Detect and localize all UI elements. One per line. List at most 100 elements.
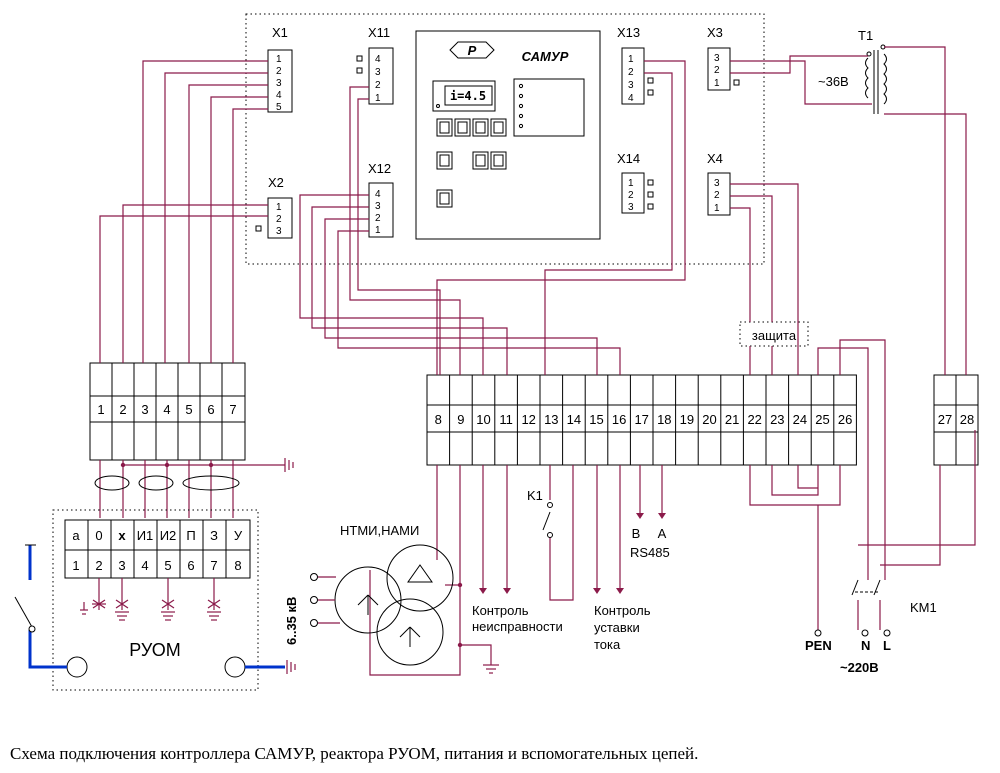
terminal-17: 17 (634, 412, 648, 427)
terminal-8: 8 (435, 412, 442, 427)
svg-text:8: 8 (234, 558, 241, 573)
terminal-19: 19 (680, 412, 694, 427)
connector-x2: 1 2 3 (255, 197, 293, 239)
samur-indicator-panel (513, 78, 585, 137)
mains-voltage: ~220В (840, 660, 879, 675)
svg-text:27: 27 (938, 412, 952, 427)
svg-text:3: 3 (375, 201, 381, 212)
vt-voltage: 6..35 кВ (284, 597, 299, 645)
fault-label-2: неисправности (472, 619, 563, 634)
x3-label: X3 (707, 25, 723, 40)
svg-text:1: 1 (276, 54, 282, 65)
svg-text:1: 1 (72, 558, 79, 573)
controller-enclosure (245, 13, 765, 265)
svg-text:У: У (234, 528, 243, 543)
svg-text:2: 2 (714, 190, 720, 201)
svg-text:4: 4 (163, 402, 170, 417)
svg-text:x: x (118, 528, 126, 543)
svg-text:2: 2 (375, 80, 381, 91)
figure-caption: Схема подключения контроллера САМУР, реа… (10, 744, 699, 763)
svg-text:2: 2 (714, 65, 720, 76)
svg-text:3: 3 (628, 202, 634, 213)
rs485-a: A (658, 526, 667, 541)
connector-x12: 4 3 2 1 (368, 182, 394, 238)
svg-text:3: 3 (141, 402, 148, 417)
svg-text:2: 2 (276, 66, 282, 77)
svg-text:2: 2 (95, 558, 102, 573)
svg-text:1: 1 (714, 78, 720, 89)
svg-text:4: 4 (276, 90, 282, 101)
terminal-13: 13 (544, 412, 558, 427)
mains-pen: PEN (805, 638, 832, 653)
terminal-25: 25 (815, 412, 829, 427)
terminal-20: 20 (702, 412, 716, 427)
x4-label: X4 (707, 151, 723, 166)
terminal-14: 14 (567, 412, 581, 427)
x11-label: X11 (368, 25, 390, 40)
wires (94, 46, 976, 676)
svg-text:5: 5 (276, 102, 282, 113)
fault-label-1: Контроль (472, 603, 529, 618)
terminal-15: 15 (589, 412, 603, 427)
ruom-name: РУОМ (129, 640, 180, 660)
svg-text:И2: И2 (160, 528, 177, 543)
t1-label: T1 (858, 28, 873, 43)
connector-x13: 1 2 3 4 (621, 47, 654, 105)
x1-label: X1 (272, 25, 288, 40)
terminal-18: 18 (657, 412, 671, 427)
svg-text:4: 4 (375, 54, 381, 65)
svg-text:3: 3 (628, 80, 634, 91)
km1-label: KM1 (910, 600, 937, 615)
terminal-23: 23 (770, 412, 784, 427)
samur-display-frame (432, 80, 496, 112)
current-label-1: Контроль (594, 603, 651, 618)
svg-text:1: 1 (628, 54, 634, 65)
current-label-3: тока (594, 637, 621, 652)
terminal-10: 10 (476, 412, 490, 427)
svg-text:2: 2 (375, 213, 381, 224)
connector-x11: 4 3 2 1 (356, 47, 394, 105)
x2-label: X2 (268, 175, 284, 190)
connector-x3: 3 2 1 (707, 47, 740, 91)
current-label-2: уставки (594, 620, 640, 635)
mains-input: PEN N L ~220В KM1 (805, 600, 937, 675)
terminal-12: 12 (521, 412, 535, 427)
ruom-reactor: а 0 x И1 И2 П З У 1 2 3 4 5 6 7 8 РУОМ (14, 509, 296, 691)
samur-display: i=4.5 (450, 89, 486, 103)
svg-text:6: 6 (207, 402, 214, 417)
samur-keypad[interactable] (436, 118, 507, 208)
svg-text:З: З (210, 528, 218, 543)
svg-text:3: 3 (375, 67, 381, 78)
samur-logo (449, 41, 495, 59)
svg-text:7: 7 (229, 402, 236, 417)
mains-n: N (861, 638, 870, 653)
svg-text:1: 1 (628, 178, 634, 189)
svg-text:4: 4 (628, 93, 634, 104)
svg-text:И1: И1 (137, 528, 154, 543)
terminal-22: 22 (747, 412, 761, 427)
terminal-9: 9 (457, 412, 464, 427)
svg-text:2: 2 (628, 190, 634, 201)
protection-box (739, 321, 809, 347)
svg-text:4: 4 (375, 189, 381, 200)
samur-logo-text: P (468, 43, 477, 58)
svg-text:2: 2 (628, 67, 634, 78)
x12-label: X12 (368, 161, 391, 176)
terminal-block-right: 27 28 (933, 374, 979, 466)
mains-l: L (883, 638, 891, 653)
svg-text:3: 3 (714, 53, 720, 64)
svg-text:1: 1 (714, 203, 720, 214)
svg-text:1: 1 (375, 225, 381, 236)
samur-controller: P САМУР i=4.5 (415, 30, 601, 240)
terminal-block-left: 1 2 3 4 5 6 7 (89, 362, 246, 461)
k1-label: K1 (527, 488, 543, 503)
samur-name: САМУР (522, 49, 569, 64)
svg-text:3: 3 (276, 78, 282, 89)
svg-text:1: 1 (276, 202, 282, 213)
terminal-26: 26 (838, 412, 852, 427)
svg-text:7: 7 (210, 558, 217, 573)
transformer-t1: T1 ~36В (818, 28, 887, 114)
connector-x14: 1 2 3 (621, 172, 654, 214)
